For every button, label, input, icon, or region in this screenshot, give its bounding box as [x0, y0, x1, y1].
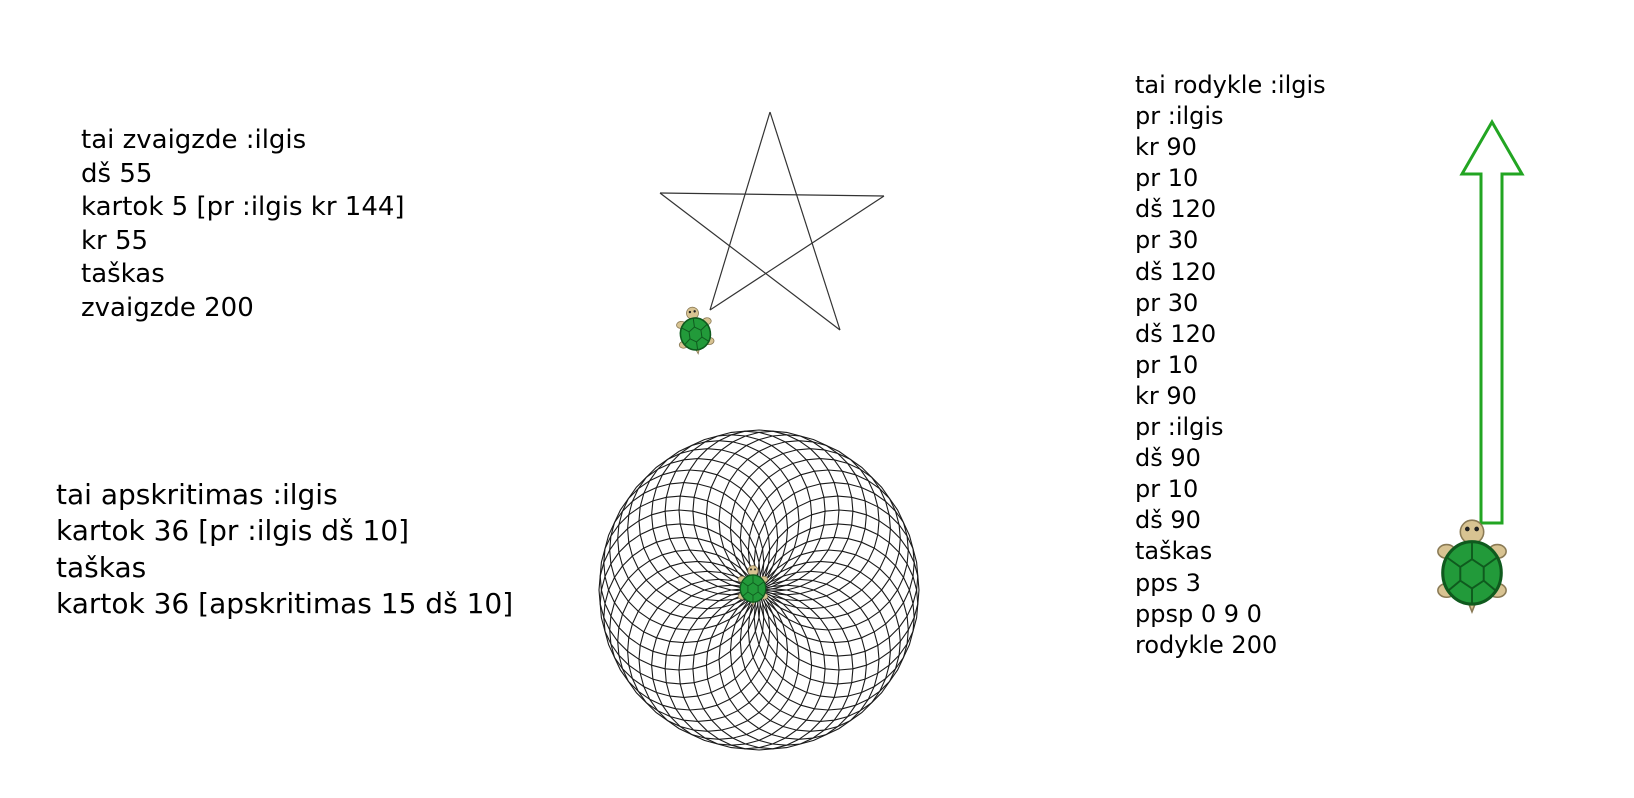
code-line: tai rodykle :ilgis [1135, 71, 1326, 99]
code-line: kartok 36 [pr :ilgis dš 10] [56, 514, 410, 548]
code-line: dš 120 [1135, 257, 1217, 286]
code-line: dš 90 [1135, 506, 1201, 535]
code-line: pr 10 [1135, 475, 1199, 504]
code-line: pr 10 [1135, 164, 1199, 193]
turtle-icon [673, 303, 717, 358]
code-line: dš 120 [1135, 319, 1217, 348]
code-line: pr 30 [1135, 226, 1199, 255]
code-line: pr :ilgis [1135, 413, 1224, 442]
arrow-outline [1459, 118, 1525, 525]
code-line: kartok 36 [apskritimas 15 dš 10] [56, 587, 514, 621]
code-line: tai apskritimas :ilgis [56, 478, 338, 511]
rosette-circle [753, 482, 915, 644]
code-line: pr :ilgis [1135, 102, 1224, 131]
code-line: kr 90 [1135, 133, 1197, 162]
turtle-icon [1436, 518, 1508, 614]
arrow-drawing [1459, 118, 1525, 525]
star-stroke [709, 111, 771, 311]
code-line: pr 30 [1135, 288, 1199, 317]
code-line: kartok 5 [pr :ilgis kr 144] [81, 192, 405, 223]
code-line: zvaigzde 200 [81, 292, 254, 323]
star-stroke [659, 192, 885, 197]
code-line: ppsp 0 9 0 [1135, 599, 1262, 628]
code-line: kr 90 [1135, 381, 1197, 410]
code-line: kr 55 [81, 225, 149, 256]
code-line: rodykle 200 [1135, 630, 1278, 659]
rosette-circle [718, 440, 880, 602]
code-line: pps 3 [1135, 568, 1201, 597]
star-drawing [659, 111, 885, 331]
star-stroke [769, 111, 841, 331]
rosette-circle [729, 448, 891, 610]
rosette-circle [747, 469, 909, 631]
star-stroke [659, 192, 841, 331]
rosette-circle [739, 458, 901, 620]
code-line: tai zvaigzde :ilgis [81, 125, 307, 155]
code-line: dš 55 [81, 158, 153, 189]
code-line: dš 120 [1135, 195, 1217, 224]
star-stroke [709, 195, 885, 311]
code-line: taškas [81, 259, 165, 290]
code-line: dš 90 [1135, 444, 1201, 473]
code-line: taškas [56, 550, 147, 584]
code-line: taškas [1135, 537, 1213, 566]
code-line: pr 10 [1135, 350, 1199, 379]
